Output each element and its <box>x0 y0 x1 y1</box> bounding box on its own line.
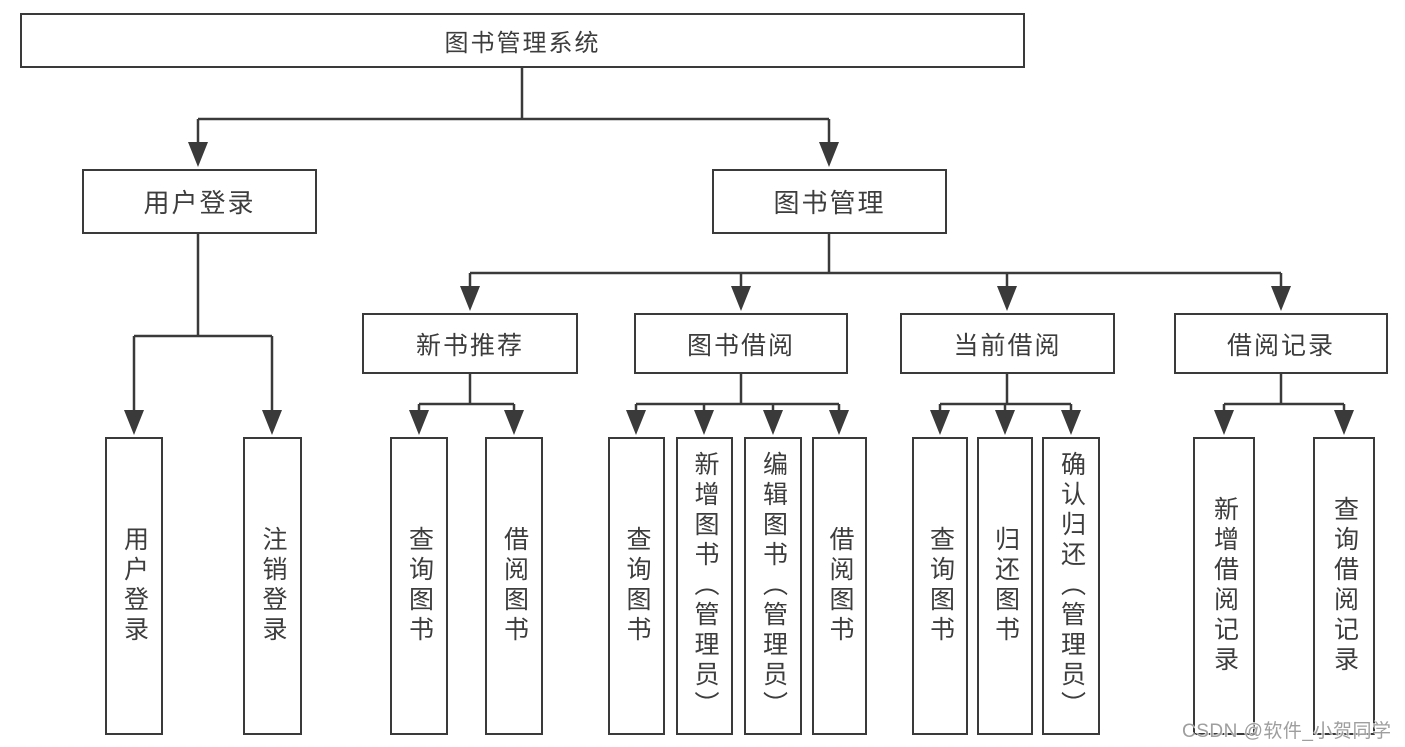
arrow-down-icon <box>460 286 480 311</box>
arrow-down-icon <box>188 142 208 167</box>
arrow-down-icon <box>763 410 783 435</box>
arrow-down-icon <box>694 410 714 435</box>
leaf-user-login: 用户登录 <box>105 437 163 735</box>
arrow-down-icon <box>819 142 839 167</box>
node-library-system-root: 图书管理系统 <box>20 13 1025 68</box>
arrow-down-icon <box>409 410 429 435</box>
arrow-down-icon <box>995 410 1015 435</box>
node-new-book-recommend: 新书推荐 <box>362 313 578 374</box>
leaf-query-books-recommend: 查询图书 <box>390 437 448 735</box>
leaf-edit-book-admin: 编辑图书（管理员） <box>744 437 802 735</box>
arrow-down-icon <box>124 410 144 435</box>
arrow-down-icon <box>997 286 1017 311</box>
arrow-down-icon <box>262 410 282 435</box>
arrow-down-icon <box>930 410 950 435</box>
leaf-confirm-return-admin: 确认归还（管理员） <box>1042 437 1100 735</box>
leaf-borrow-books-recommend: 借阅图书 <box>485 437 543 735</box>
node-current-borrowing: 当前借阅 <box>900 313 1115 374</box>
arrow-down-icon <box>829 410 849 435</box>
arrow-down-icon <box>1271 286 1291 311</box>
arrow-down-icon <box>1061 410 1081 435</box>
arrow-down-icon <box>731 286 751 311</box>
node-user-login: 用户登录 <box>82 169 317 234</box>
node-borrowing-records: 借阅记录 <box>1174 313 1388 374</box>
watermark-text: CSDN @软件_小贺同学 <box>1182 721 1392 742</box>
leaf-borrow-books-borrowing: 借阅图书 <box>812 437 867 735</box>
leaf-add-book-admin: 新增图书（管理员） <box>676 437 733 735</box>
leaf-return-books: 归还图书 <box>977 437 1033 735</box>
node-book-borrowing: 图书借阅 <box>634 313 848 374</box>
leaf-add-borrow-record: 新增借阅记录 <box>1193 437 1255 735</box>
leaf-logout: 注销登录 <box>243 437 302 735</box>
connector-lines <box>132 68 1346 414</box>
node-book-management: 图书管理 <box>712 169 947 234</box>
leaf-query-books-current: 查询图书 <box>912 437 968 735</box>
arrow-down-icon <box>626 410 646 435</box>
leaf-query-books-borrowing: 查询图书 <box>608 437 665 735</box>
arrow-down-icon <box>504 410 524 435</box>
arrow-down-icon <box>1334 410 1354 435</box>
leaf-query-borrow-record: 查询借阅记录 <box>1313 437 1375 735</box>
arrow-down-icon <box>1214 410 1234 435</box>
